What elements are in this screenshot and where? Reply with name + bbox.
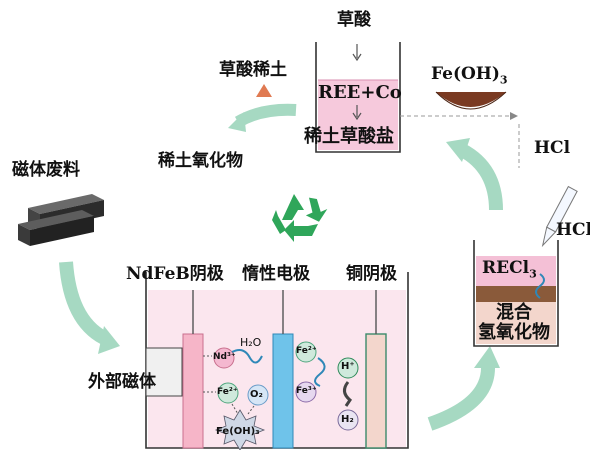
- ndfeb-cathode-electrode: [182, 333, 204, 449]
- hcl-label-top: HCl: [534, 138, 571, 158]
- nd-ion-circle: [213, 347, 235, 369]
- ree-oxide-label: 稀土氧化物: [158, 151, 243, 171]
- oxalic-acid-label: 草酸: [337, 10, 371, 30]
- h2o-wave: [231, 349, 263, 364]
- fe-oh3-precipitate-star: [214, 409, 266, 450]
- arrow-to-ree-oxide: [234, 103, 297, 128]
- external-magnet-box: [145, 347, 183, 397]
- ree-co-label: REE+Co: [318, 82, 402, 103]
- magnet-waste-label: 磁体废料: [12, 160, 80, 180]
- arrow-to-oxalate: [458, 143, 503, 211]
- arrow-waste-to-cell: [59, 261, 108, 345]
- fe-oh3-precipitate-label: Fe(OH)₃: [216, 426, 260, 437]
- fe-oh3-dish: [436, 92, 506, 107]
- ndfeb-cathode-label: NdFeB阴极: [126, 264, 224, 284]
- external-magnet-label: 外部磁体: [88, 372, 156, 392]
- hcl-pipette: [541, 185, 578, 248]
- h-plus-circle: [337, 357, 359, 379]
- copper-cathode-label: 铜阴极: [346, 264, 397, 284]
- recl3-subscript: 3: [529, 267, 537, 281]
- copper-cathode-electrode: [365, 333, 387, 449]
- fe-oh3-subscript: 3: [499, 73, 508, 87]
- fe-oxidation-wave: [314, 357, 326, 387]
- h2-circle: [337, 409, 359, 431]
- inert-electrode-label: 惰性电极: [242, 264, 310, 284]
- recycle-icon: [272, 194, 328, 242]
- h2-evolution-arrow: [343, 381, 353, 407]
- ree-oxalate-salt-label: 稀土草酸盐: [304, 126, 394, 147]
- o2-label: O₂: [250, 389, 263, 400]
- mixed-hydroxide-line1: 混合: [496, 302, 532, 323]
- h2o-label: H₂O: [240, 336, 262, 349]
- fe2-center-label: Fe²⁺: [296, 346, 317, 356]
- nd3-ion-label: Nd³⁺: [213, 352, 236, 362]
- h-plus-label: H⁺: [341, 361, 355, 372]
- recl3-text: RECl: [482, 258, 530, 278]
- fe-oh3-label: Fe(OH)3: [431, 64, 508, 87]
- fe2-left-label: Fe²⁺: [217, 387, 238, 397]
- fe2-left-circle: [217, 382, 239, 404]
- arrow-cell-to-hcl: [427, 367, 495, 431]
- magnet-waste-blocks: [18, 194, 104, 246]
- mixed-hydroxide-line2: 氢氧化物: [478, 322, 550, 343]
- fe3-center-label: Fe³⁺: [296, 386, 317, 396]
- ree-oxalate-label: 草酸稀土: [219, 60, 287, 80]
- h2-label: H₂: [341, 414, 354, 425]
- leach-wave: [535, 273, 545, 299]
- hcl-label-right: HCl: [556, 220, 590, 240]
- inert-electrode-rod: [272, 333, 294, 449]
- fe2-center-circle: [295, 341, 317, 363]
- fe-oh3-text: Fe(OH): [431, 64, 500, 84]
- recl3-label: RECl3: [482, 258, 537, 281]
- o2-circle: [247, 384, 269, 406]
- ree-oxalate-triangle: [256, 84, 272, 97]
- oxalate-beaker: [315, 42, 401, 153]
- fe3-center-circle: [295, 381, 317, 403]
